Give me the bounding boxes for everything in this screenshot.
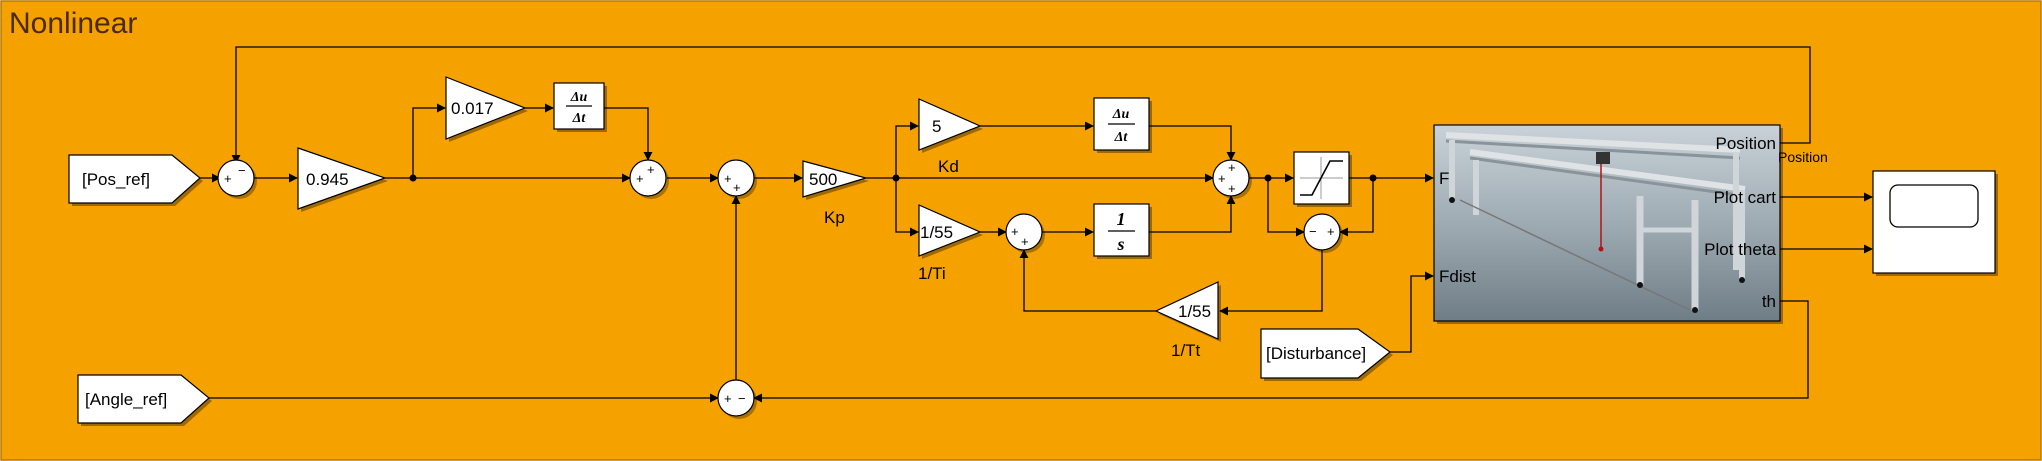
position-signal-label: Position [1778,149,1828,165]
gain-block-tt[interactable]: 1/55 [1154,281,1221,342]
svg-text:−: − [1309,224,1317,239]
integrator-num: 1 [1117,209,1126,229]
gain-kp-label: Kp [824,208,845,227]
svg-text:+: + [1011,224,1019,239]
plant-output-position: Position [1716,134,1776,153]
disturbance-input[interactable]: [Disturbance] [1260,328,1393,381]
sum-block-2[interactable]: + + [629,159,669,199]
derivative-2-den: Δt [1114,130,1129,145]
svg-text:−: − [238,163,246,178]
svg-text:+: + [733,180,741,195]
svg-text:+: + [1021,234,1029,249]
gain-block-5[interactable]: 5 [918,98,983,153]
sum-block-angle[interactable]: + − [717,379,757,419]
derivative-1-num: Δu [570,90,588,105]
pos-ref-input[interactable]: [Pos_ref] [68,154,203,206]
plant-output-plot-theta: Plot theta [1704,240,1776,259]
sum-block-3[interactable]: + + [717,159,757,199]
svg-text:+: + [224,171,232,186]
plant-block[interactable]: F Fdist Position Plot cart Plot theta th [1433,124,1783,324]
plant-output-plot-cart: Plot cart [1714,188,1777,207]
svg-text:+: + [1228,181,1236,196]
gain-0017-value: 0.017 [451,99,494,118]
angle-ref-input[interactable]: [Angle_ref] [77,374,212,426]
gain-tt-value: 1/55 [1178,302,1211,321]
integrator-den: s [1116,234,1124,254]
svg-text:+: + [1218,171,1226,186]
pos-ref-label: [Pos_ref] [82,170,150,189]
svg-text:+: + [1228,160,1236,175]
gain-ti-value: 1/55 [920,223,953,242]
sum-block-integrator[interactable]: + + [1005,213,1045,253]
gain-block-0945[interactable]: 0.945 [297,147,388,212]
gain-5-value: 5 [932,117,941,136]
saturation-block[interactable] [1293,151,1352,207]
plant-output-th: th [1762,292,1776,311]
integrator-block[interactable]: 1 s [1093,203,1152,259]
svg-text:+: + [636,171,644,186]
angle-ref-label: [Angle_ref] [85,390,167,409]
sum-block-position-error[interactable]: + − [217,159,257,199]
gain-block-0017[interactable]: 0.017 [445,76,528,142]
signal-lines [200,46,1873,403]
gain-kp-value: 500 [809,170,837,189]
svg-text:+: + [647,162,655,177]
scope-block[interactable] [1872,170,1998,276]
derivative-2-num: Δu [1112,107,1130,122]
plant-input-fdist: Fdist [1439,267,1476,286]
gain-block-ti[interactable]: 1/55 [918,204,983,259]
derivative-1-den: Δt [572,111,587,126]
gain-ti-label: 1/Ti [918,264,946,283]
gantry-crane-image [1445,132,1746,313]
svg-text:+: + [1327,224,1335,239]
gain-tt-label: 1/Tt [1171,341,1201,360]
sum-block-antiwindup[interactable]: − + [1303,213,1343,253]
svg-text:+: + [724,391,732,406]
disturbance-label: [Disturbance] [1266,344,1366,363]
derivative-block-1[interactable]: Δu Δt [553,82,607,132]
gain-kd-label: Kd [938,157,959,176]
gain-block-kp[interactable]: 500 [802,160,869,200]
svg-text:−: − [738,391,746,406]
sum-block-pid[interactable]: + + + [1212,159,1252,199]
plant-input-f: F [1439,169,1449,188]
svg-text:+: + [724,171,732,186]
derivative-block-2[interactable]: Δu Δt [1093,97,1152,153]
gain-0945-value: 0.945 [306,170,349,189]
subsystem-title: Nonlinear [9,7,137,40]
